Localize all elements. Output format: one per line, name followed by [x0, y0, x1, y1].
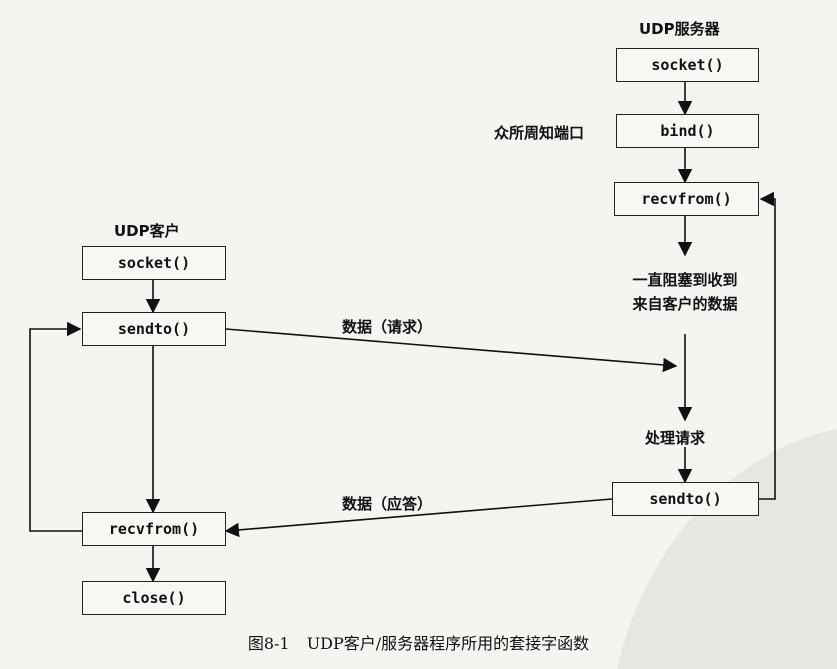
block-note-line2: 来自客户的数据 [632, 295, 738, 313]
arrow-reply [224, 498, 613, 538]
server-recvfrom-box: recvfrom() [614, 182, 759, 216]
block-note-line1: 一直阻塞到收到 [632, 271, 738, 289]
request-flow-label: 数据（请求） [342, 318, 433, 336]
arrow-client-loop [29, 321, 82, 532]
arrow-request [225, 328, 678, 373]
arrow-server-loop [759, 191, 776, 500]
watermark-decoration [617, 429, 837, 669]
well-known-port-label: 众所周知端口 [494, 124, 585, 142]
process-request-label: 处理请求 [645, 429, 706, 447]
client-socket-box: socket() [82, 246, 226, 280]
server-sendto-box: sendto() [612, 482, 759, 516]
caption-text: UDP客户/服务器程序所用的套接字函数 [306, 634, 590, 653]
server-block-note: 一直阻塞到收到 来自客户的数据 [610, 268, 760, 316]
client-recvfrom-box: recvfrom() [82, 512, 226, 546]
client-close-box: close() [82, 581, 226, 615]
server-bind-box: bind() [616, 114, 759, 148]
client-title: UDP客户 [114, 222, 180, 240]
server-title: UDP服务器 [639, 20, 720, 38]
server-socket-box: socket() [616, 48, 759, 82]
reply-flow-label: 数据（应答） [342, 495, 433, 513]
figure-caption: 图8-1 UDP客户/服务器程序所用的套接字函数 [0, 630, 837, 654]
client-sendto-box: sendto() [82, 312, 226, 346]
caption-number: 图8-1 [247, 634, 290, 653]
